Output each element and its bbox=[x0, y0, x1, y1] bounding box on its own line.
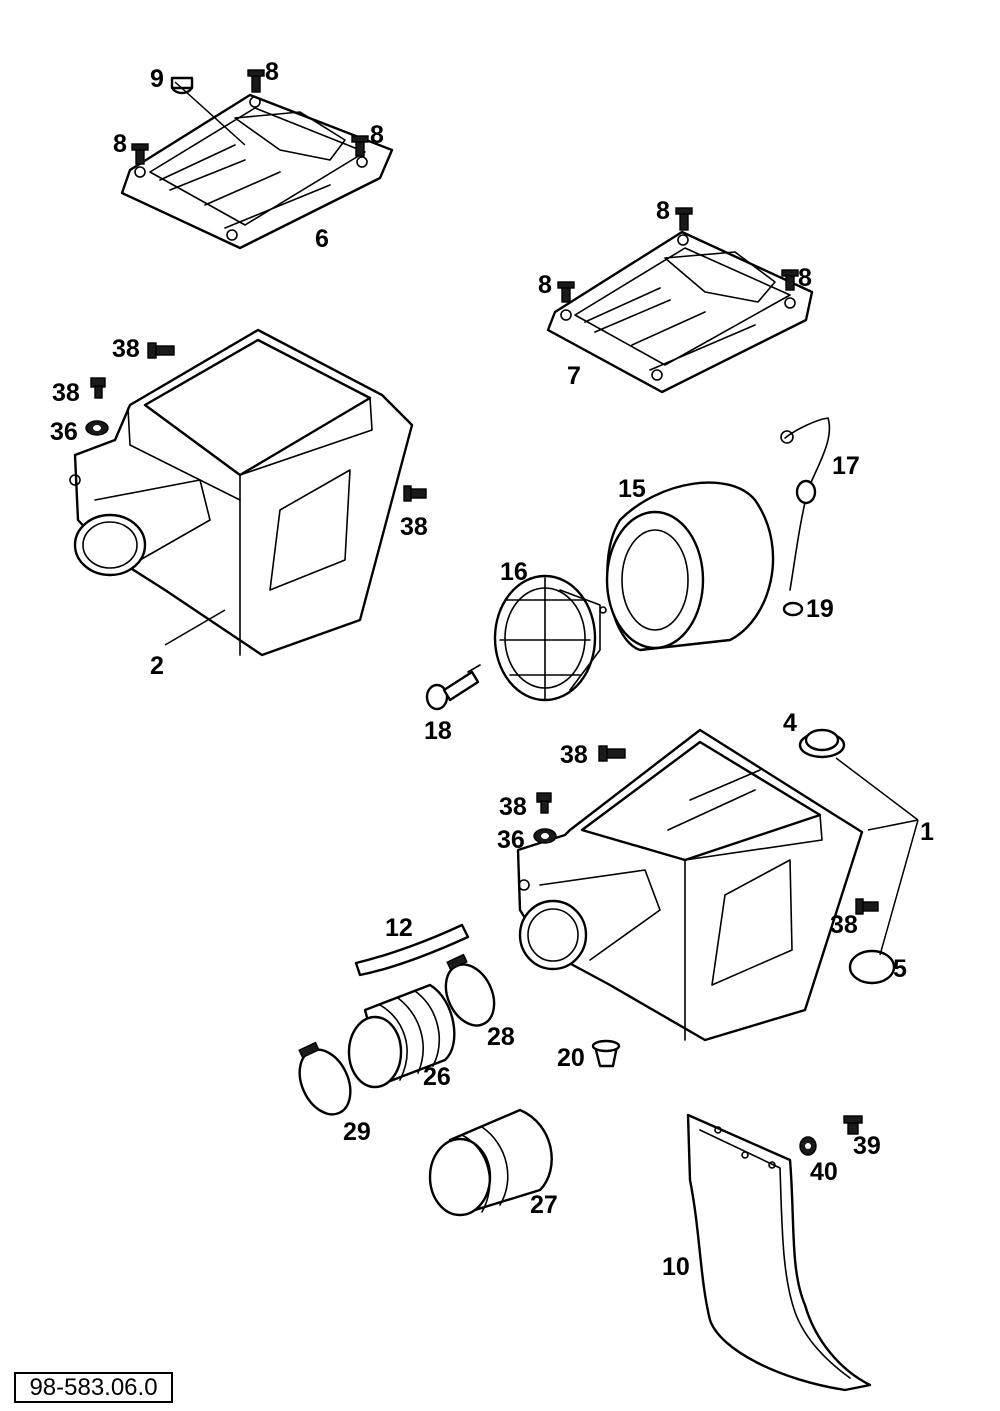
label-9: 9 bbox=[150, 65, 164, 93]
screw-8-lid6-top bbox=[247, 69, 265, 93]
screw-38-box2-right bbox=[403, 485, 427, 502]
screw-38-box2-left bbox=[90, 377, 106, 399]
label-36b: 36 bbox=[497, 826, 525, 854]
screw-38-box2-top bbox=[147, 342, 175, 359]
label-19: 19 bbox=[806, 595, 834, 623]
label-4: 4 bbox=[783, 709, 797, 737]
part-28-clamp bbox=[444, 953, 496, 1027]
label-8b: 8 bbox=[113, 130, 127, 158]
screw-8-lid6-right bbox=[351, 135, 369, 157]
label-8d: 8 bbox=[656, 197, 670, 225]
screw-8-lid7-top bbox=[675, 207, 693, 231]
part-6-airbox-lid bbox=[120, 93, 394, 250]
screw-8-lid7-left bbox=[557, 281, 575, 303]
label-36a: 36 bbox=[50, 418, 78, 446]
part-26-rubber-boot bbox=[347, 983, 456, 1089]
part-18-wing-screw bbox=[425, 664, 481, 711]
label-8f: 8 bbox=[798, 264, 812, 292]
part-10-mud-flap bbox=[686, 1113, 872, 1392]
part-17-wire-clip bbox=[780, 417, 831, 591]
part-1-airbox-assembly bbox=[516, 728, 864, 1042]
part-4-cap bbox=[798, 728, 846, 759]
label-1: 1 bbox=[920, 818, 934, 846]
washer-36-box2 bbox=[85, 420, 109, 436]
label-38c: 38 bbox=[400, 513, 428, 541]
label-6: 6 bbox=[315, 225, 329, 253]
label-2: 2 bbox=[150, 652, 164, 680]
part-16-filter-cage bbox=[493, 574, 607, 702]
label-20: 20 bbox=[557, 1044, 585, 1072]
label-15: 15 bbox=[618, 475, 646, 503]
part-27-intake-boot bbox=[428, 1108, 553, 1217]
label-39: 39 bbox=[853, 1132, 881, 1160]
label-26: 26 bbox=[423, 1063, 451, 1091]
part-2-airbox bbox=[69, 328, 414, 657]
label-16: 16 bbox=[500, 558, 528, 586]
label-38f: 38 bbox=[830, 911, 858, 939]
label-40: 40 bbox=[810, 1158, 838, 1186]
part-15-air-filter bbox=[605, 481, 775, 652]
label-28: 28 bbox=[487, 1023, 515, 1051]
part-20-drain-plug bbox=[591, 1039, 621, 1068]
label-12: 12 bbox=[385, 914, 413, 942]
washer-36-box1 bbox=[533, 828, 557, 844]
screw-8-lid7-right bbox=[781, 269, 799, 291]
label-27: 27 bbox=[530, 1191, 558, 1219]
screw-38-box1-left bbox=[536, 792, 552, 814]
label-10: 10 bbox=[662, 1253, 690, 1281]
part-9-plug bbox=[170, 76, 194, 95]
document-number: 98-583.06.0 bbox=[14, 1372, 173, 1403]
label-29: 29 bbox=[343, 1118, 371, 1146]
part-12-hose bbox=[354, 923, 470, 977]
label-38e: 38 bbox=[499, 793, 527, 821]
part-19-grommet bbox=[782, 601, 804, 617]
part-7-airbox-lid bbox=[546, 230, 814, 394]
part-5-cap bbox=[848, 949, 896, 985]
label-38d: 38 bbox=[560, 741, 588, 769]
label-17: 17 bbox=[832, 452, 860, 480]
screw-39 bbox=[843, 1115, 863, 1135]
washer-40 bbox=[799, 1136, 817, 1156]
screw-8-lid6-left bbox=[131, 143, 149, 165]
label-5: 5 bbox=[893, 955, 907, 983]
label-7: 7 bbox=[567, 362, 581, 390]
screw-38-box1-top bbox=[598, 745, 626, 762]
label-8a: 8 bbox=[265, 58, 279, 86]
label-18: 18 bbox=[424, 717, 452, 745]
label-8e: 8 bbox=[538, 271, 552, 299]
label-38a: 38 bbox=[112, 335, 140, 363]
label-38b: 38 bbox=[52, 379, 80, 407]
label-8c: 8 bbox=[370, 121, 384, 149]
screw-38-box1-right bbox=[855, 898, 879, 915]
part-29-clamp bbox=[298, 1041, 352, 1116]
